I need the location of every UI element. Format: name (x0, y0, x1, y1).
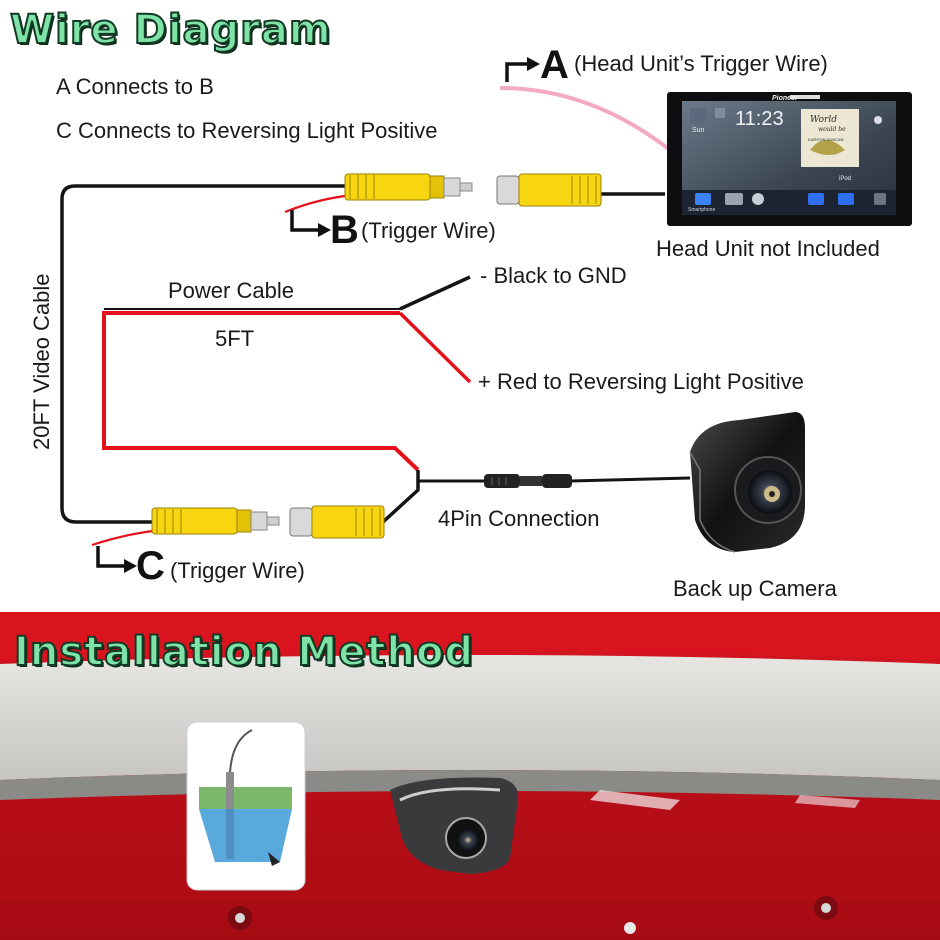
camera-icon (689, 412, 805, 553)
four-pin-label: 4Pin Connection (438, 506, 600, 531)
red-positive-wire (398, 311, 472, 384)
video-cable (60, 184, 345, 524)
pink-trigger-wire (499, 86, 672, 152)
arrow-a-icon (505, 62, 527, 82)
head-unit-label: Head Unit not Included (656, 236, 880, 261)
rca-plug-icon (151, 507, 280, 535)
mount-diagram-icon (186, 721, 306, 891)
video-cable-label: 20FT Video Cable (29, 273, 54, 450)
black-gnd-wire (399, 275, 471, 311)
wire-diagram-title: Wire Diagram (9, 7, 332, 53)
album-line2: would be (818, 126, 846, 133)
arrow-b-icon (290, 210, 318, 232)
head-unit-trigger-label: (Head Unit’s Trigger Wire) (574, 51, 828, 76)
album-line1: World (810, 115, 837, 125)
rca-jack-icon (289, 505, 385, 539)
camera-label: Back up Camera (673, 576, 837, 601)
letter-b: B (330, 208, 359, 252)
installation-method-title: Installation Method (13, 629, 475, 675)
dock-ipod: iPod (839, 176, 852, 182)
arrow-b-head (318, 223, 331, 237)
album-artist: KARSTIN DUNCAN (808, 137, 844, 142)
note-c-connects-reversing: C Connects to Reversing Light Positive (56, 118, 438, 143)
power-cable-label: Power Cable (168, 278, 294, 303)
junction-wire (381, 470, 420, 524)
power-cable-red (102, 311, 420, 472)
black-gnd-label: - Black to GND (480, 263, 627, 288)
trigger-wire-c-label: (Trigger Wire) (170, 558, 305, 583)
power-length-label: 5FT (215, 326, 255, 351)
trigger-wire-b-label: (Trigger Wire) (361, 218, 496, 243)
rca-jack-icon (496, 173, 602, 207)
dock-smartphone: Smartphone (688, 207, 716, 213)
trigger-wire-c (91, 528, 161, 547)
arrow-c-head (124, 559, 137, 573)
rca-plug-icon (344, 173, 473, 201)
red-positive-label: + Red to Reversing Light Positive (478, 369, 804, 394)
screen-day: Sun (692, 127, 705, 134)
arrow-c-icon (96, 546, 124, 568)
head-unit-icon (667, 92, 912, 226)
four-pin-connector (484, 474, 572, 488)
note-a-connects-b: A Connects to B (56, 74, 214, 99)
trigger-wire-b (284, 194, 346, 214)
arrow-a-head (527, 57, 540, 71)
camera-cable (418, 476, 691, 483)
letter-c: C (136, 544, 165, 588)
letter-a: A (540, 43, 569, 87)
screen-brand: Pioneer (772, 95, 798, 102)
screen-time: 11:23 (735, 108, 784, 130)
